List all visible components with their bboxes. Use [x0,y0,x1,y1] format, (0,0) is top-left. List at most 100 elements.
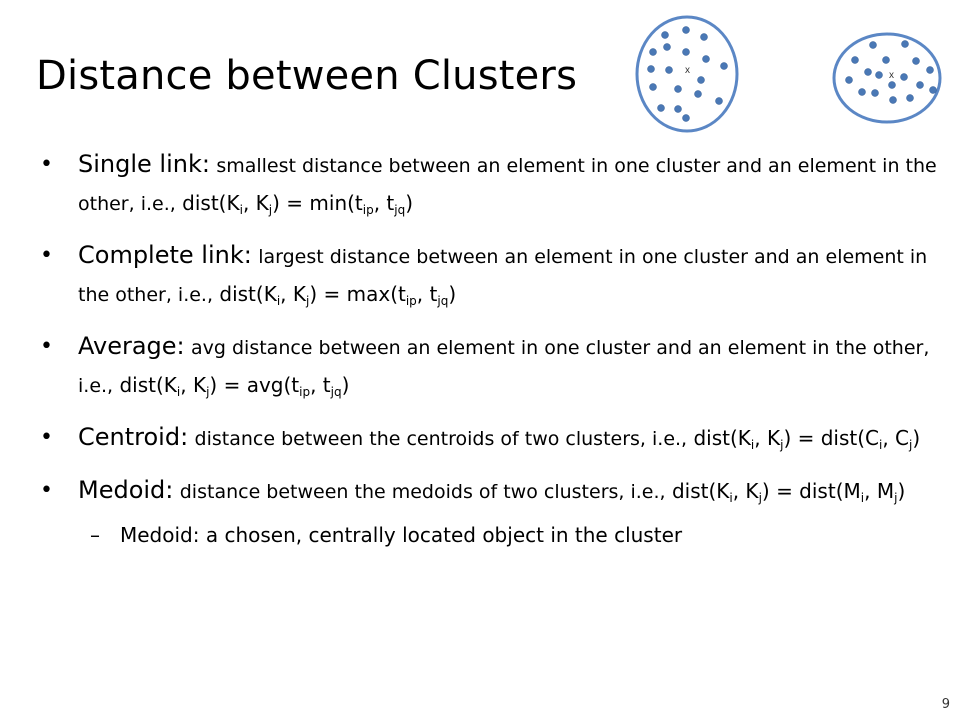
cluster-point [882,56,890,64]
cluster-a-outline [635,15,739,133]
formula-part: dist(K [219,282,277,306]
cluster-point [682,26,690,34]
formula-part: , K [242,191,269,215]
formula-subscript: j [206,385,210,399]
formula-part: ) = min(t [272,191,363,215]
formula-part: , K [280,282,306,306]
bullet-dot: • [40,334,53,359]
formula-part: ) [341,373,350,397]
cluster-point [929,86,937,94]
cluster-a-mark: x [685,65,690,76]
distance-formula: dist(Ki, Kj) = min(tip, tjq) [182,191,414,217]
formula-part: ) [448,282,457,306]
formula-part: dist(K [119,373,177,397]
bullet-item: •Single link: smallest distance between … [40,146,940,223]
cluster-point [682,114,690,122]
formula-part: , t [373,191,395,215]
cluster-point [665,66,673,74]
cluster-point [661,31,669,39]
formula-part: ) [405,191,414,215]
cluster-point [845,76,853,84]
bullet-term: Medoid: [78,476,174,504]
cluster-point [647,65,655,73]
formula-subscript: j [780,438,784,452]
formula-part: dist(K [182,191,240,215]
sub-bullet-item: –Medoid: a chosen, centrally located obj… [40,521,940,549]
sub-bullet-text: Medoid: a chosen, centrally located obje… [120,523,683,547]
bullet-term: Centroid: [78,423,189,451]
distance-formula: dist(Ki, Kj) = dist(Mi, Mj) [671,479,905,505]
cluster-point [674,85,682,93]
cluster-point [663,43,671,51]
bullet-list: •Single link: smallest distance between … [40,146,940,549]
formula-part: , K [180,373,207,397]
formula-subscript: i [276,294,281,308]
bullet-description: largest distance between an element in o… [78,246,928,306]
formula-part: ) = avg(t [209,373,300,397]
cluster-point [702,55,710,63]
cluster-point [682,48,690,56]
bullet-term: Complete link: [78,241,252,269]
cluster-point [715,97,723,105]
cluster-point [864,68,872,76]
cluster-point [700,33,708,41]
bullet-dot: • [40,478,53,503]
bullet-dot: • [40,425,53,450]
formula-part: , t [416,282,438,306]
cluster-point [901,40,909,48]
slide-title: Distance between Clusters [36,53,578,99]
page-number: 9 [941,697,950,712]
cluster-point [871,89,879,97]
formula-part: dist(K [671,479,730,503]
bullet-item: •Average: avg distance between an elemen… [40,328,940,405]
formula-subscript: j [909,438,913,452]
bullet-dot: • [40,243,53,268]
bullet-dot: • [40,152,53,177]
distance-formula: dist(Ki, Kj) = max(tip, tjq) [219,282,457,308]
bullet-item: • Complete link: largest distance between… [40,237,940,314]
cluster-point [900,73,908,81]
formula-part: dist(K [693,426,751,450]
bullet-description: distance between the centroids of two cl… [194,428,688,450]
cluster-point [674,105,682,113]
formula-subscript: i [729,491,733,505]
cluster-point [649,48,657,56]
formula-subscript: j [306,294,310,308]
formula-part: , t [310,373,331,397]
bullet-description: distance between the medoids of two clus… [179,481,666,503]
cluster-point [875,71,883,79]
formula-subscript: i [879,438,883,452]
cluster-point [906,94,914,102]
cluster-point [851,56,859,64]
cluster-point [912,57,920,65]
formula-part: ) [912,426,921,450]
cluster-point [888,81,896,89]
cluster-illustration: x x [635,15,942,133]
formula-subscript: ip [299,385,311,399]
formula-part: , K [754,426,781,450]
cluster-b-points [845,40,937,104]
bullet-description: smallest distance between an element in … [78,155,937,215]
formula-subscript: jq [330,385,342,399]
distance-formula: dist(Ki, Kj) = dist(Ci, Cj) [693,426,921,452]
formula-subscript: ip [405,294,417,308]
cluster-point [916,81,924,89]
formula-subscript: j [268,203,273,217]
cluster-point [649,83,657,91]
cluster-point [889,96,897,104]
sub-bullet-dash: – [90,523,100,547]
formula-subscript: jq [437,294,449,308]
formula-part: , C [882,426,910,450]
cluster-b-mark: x [889,70,894,81]
cluster-point [657,104,665,112]
formula-subscript: j [894,491,898,505]
formula-part: ) = dist(C [783,426,879,450]
formula-part: ) = max(t [309,282,406,306]
formula-subscript: i [750,438,755,452]
cluster-a-points [647,26,728,122]
cluster-point [720,62,728,70]
cluster-b-outline [832,32,942,124]
formula-subscript: i [860,491,865,505]
distance-formula: dist(Ki, Kj) = avg(tip, tjq) [119,373,350,399]
formula-subscript: ip [362,203,374,217]
